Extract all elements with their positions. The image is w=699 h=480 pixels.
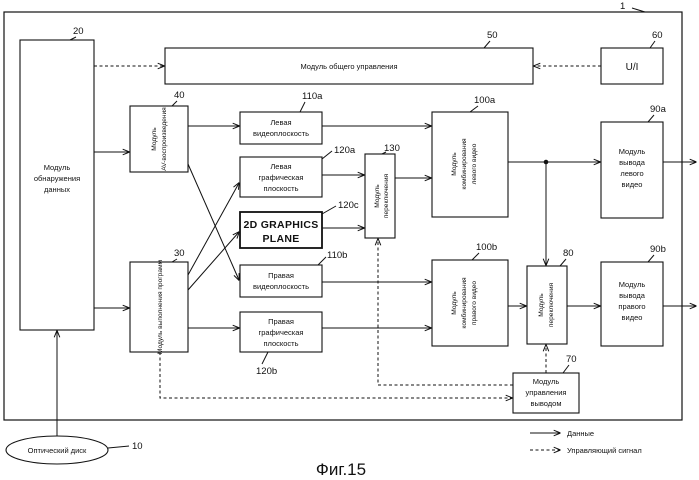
svg-text:выводом: выводом [531, 399, 562, 408]
svg-text:видео: видео [622, 313, 643, 322]
svg-text:Модуль: Модуль [619, 280, 646, 289]
ref-120a: 120a [334, 145, 356, 156]
ref-60: 60 [652, 30, 663, 41]
ref-120c: 120c [338, 200, 359, 211]
optical-disc: Оптический диск 10 [6, 436, 143, 464]
svg-text:U/I: U/I [626, 62, 639, 73]
left-combine-block: Модуль комбинирования левого видео 100a [432, 95, 508, 217]
right-output-block: Модуль вывода правого видео 90b [601, 244, 666, 346]
data-detection-block: Модуль обнаружения данных 20 [20, 26, 94, 330]
left-graphics-plane-block: Левая графическая плоскость 120a [240, 145, 356, 197]
figure-caption: Фиг.15 [316, 460, 366, 479]
legend-control-label: Управляющий сигнал [567, 446, 642, 455]
legend-data-label: Данные [567, 429, 594, 438]
svg-text:вывода: вывода [619, 158, 646, 167]
svg-text:видеоплоскость: видеоплоскость [253, 129, 309, 138]
svg-text:переключения: переключения [548, 282, 555, 327]
svg-text:графическая: графическая [259, 173, 304, 182]
svg-text:графическая: графическая [259, 328, 304, 337]
svg-text:2D GRAPHICS: 2D GRAPHICS [243, 219, 318, 231]
2d-graphics-plane-block: 2D GRAPHICS PLANE 120c [240, 200, 359, 248]
ref-20: 20 [73, 26, 84, 37]
svg-text:управления: управления [526, 388, 567, 397]
svg-text:плоскость: плоскость [263, 184, 298, 193]
svg-text:Левая: Левая [270, 162, 291, 171]
svg-text:Модуль: Модуль [538, 293, 545, 317]
svg-text:комбинирования: комбинирования [460, 277, 468, 329]
svg-text:видеоплоскость: видеоплоскость [253, 282, 309, 291]
svg-text:вывода: вывода [619, 291, 646, 300]
ui-block: U/I 60 [601, 30, 663, 84]
left-video-plane-block: Левая видеоплоскость 110a [240, 91, 323, 144]
svg-text:плоскость: плоскость [263, 339, 298, 348]
svg-text:Модуль выполнения программ: Модуль выполнения программ [157, 259, 164, 354]
svg-text:PLANE: PLANE [262, 233, 299, 245]
ref-40: 40 [174, 90, 185, 101]
ref-130: 130 [384, 143, 400, 154]
ref-50: 50 [487, 30, 498, 41]
svg-text:Модуль: Модуль [619, 147, 646, 156]
ref-100a: 100a [474, 95, 496, 106]
output-control-block: Модуль управления выводом 70 [513, 354, 579, 413]
ref-110a: 110a [302, 91, 323, 102]
legend: Данные Управляющий сигнал [530, 429, 642, 455]
ref-110b: 110b [327, 250, 347, 261]
svg-text:комбинирования: комбинирования [460, 138, 468, 190]
left-output-block: Модуль вывода левого видео 90a [601, 104, 667, 218]
svg-text:Модуль: Модуль [451, 152, 458, 176]
svg-text:Модуль: Модуль [374, 184, 381, 208]
svg-text:правого видео: правого видео [471, 281, 478, 325]
svg-text:левого: левого [620, 169, 643, 178]
ref-120b: 120b [256, 366, 277, 377]
program-execution-block: Модуль выполнения программ 30 [130, 248, 188, 354]
svg-text:Модуль: Модуль [44, 163, 71, 172]
right-graphics-plane-block: Правая графическая плоскость 120b [240, 312, 322, 377]
right-combine-block: Модуль комбинирования правого видео 100b [432, 242, 508, 346]
switch-80-block: Модуль переключения 80 [527, 248, 574, 344]
svg-text:обнаружения: обнаружения [34, 174, 80, 183]
ref-80: 80 [563, 248, 574, 259]
svg-text:Модуль общего управления: Модуль общего управления [300, 62, 397, 71]
svg-text:Модуль: Модуль [151, 127, 158, 151]
svg-text:Правая: Правая [268, 271, 294, 280]
right-video-plane-block: Правая видеоплоскость 110b [240, 250, 347, 297]
ref-10: 10 [132, 441, 143, 452]
ref-device: 1 [620, 1, 625, 12]
ref-90a: 90a [650, 104, 667, 115]
ref-30: 30 [174, 248, 185, 259]
general-control-block: Модуль общего управления 50 [165, 30, 533, 84]
svg-text:левого видео: левого видео [471, 143, 478, 184]
svg-text:Оптический диск: Оптический диск [28, 446, 87, 455]
svg-text:правого: правого [618, 302, 645, 311]
svg-text:AV-воспроизведения: AV-воспроизведения [161, 107, 168, 171]
switch-130-block: Модуль переключения 130 [365, 143, 400, 238]
svg-text:Правая: Правая [268, 317, 294, 326]
svg-text:видео: видео [622, 180, 643, 189]
ref-90b: 90b [650, 244, 666, 255]
ref-70: 70 [566, 354, 577, 365]
av-playback-block: Модуль AV-воспроизведения 40 [130, 90, 188, 172]
svg-text:переключения: переключения [383, 173, 390, 218]
ref-100b: 100b [476, 242, 497, 253]
svg-text:Левая: Левая [270, 118, 291, 127]
svg-text:Модуль: Модуль [533, 377, 560, 386]
svg-text:данных: данных [44, 185, 70, 194]
svg-text:Модуль: Модуль [451, 291, 458, 315]
